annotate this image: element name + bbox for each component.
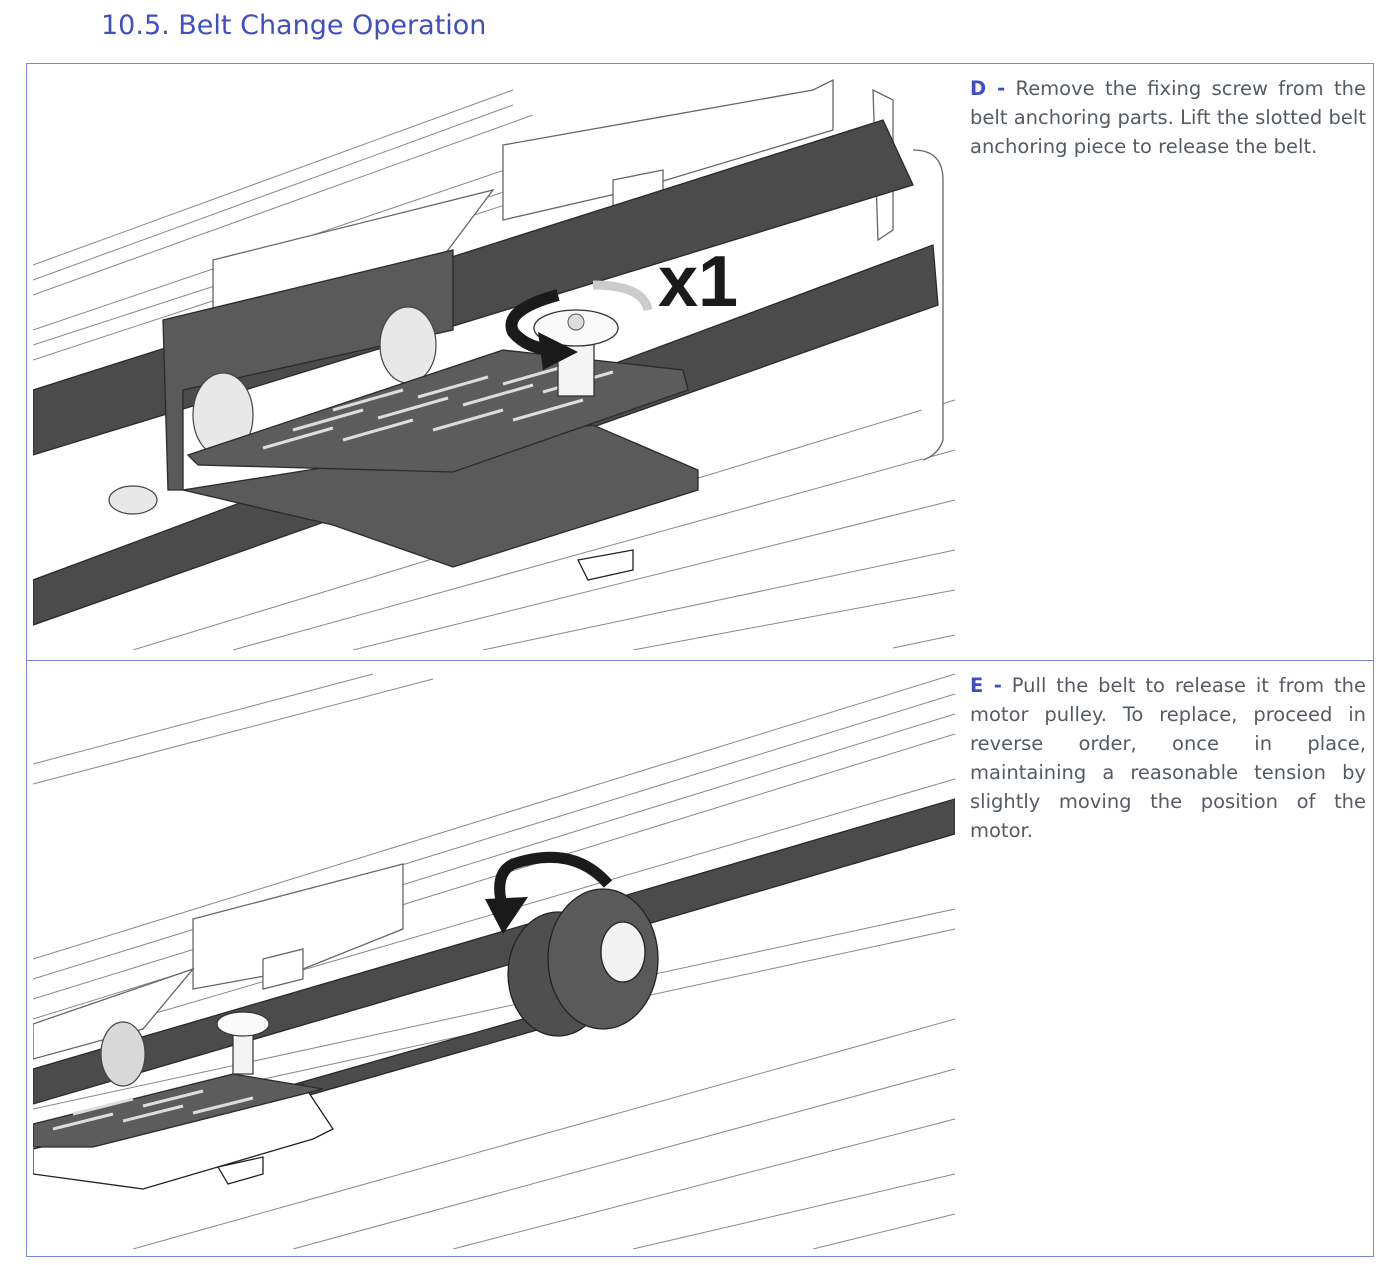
step-e-letter: E - [970, 674, 1002, 697]
fixing-screw [216, 1011, 270, 1075]
anchor-clip [216, 1156, 264, 1185]
step-e-description: E - Pull the belt to release it from the… [970, 671, 1366, 845]
step-d-illustration: x1 [33, 78, 955, 650]
idler-wheel [100, 1021, 146, 1087]
slotted-anchor-lower-plate [182, 424, 699, 568]
quantity-callout: x1 [658, 242, 738, 322]
rotate-arrow-icon [505, 280, 653, 370]
step-d-row: x1 D - Remove the fixing screw from the … [27, 64, 1373, 661]
section-title: 10.5. Belt Change Operation [101, 10, 487, 41]
step-d-text: Remove the fixing screw from the belt an… [970, 77, 1366, 158]
anchor-slots [262, 362, 614, 450]
steps-table: x1 D - Remove the fixing screw from the … [26, 63, 1374, 1257]
motor-pulley [507, 888, 659, 1037]
slotted-anchor-lower-plate [33, 1083, 334, 1190]
fixing-screw [533, 309, 619, 397]
pull-arrow-icon [485, 851, 613, 934]
step-e-text: Pull the belt to release it from the mot… [970, 674, 1366, 842]
step-d-description: D - Remove the fixing screw from the bel… [970, 74, 1366, 161]
motor-housing [33, 863, 404, 1060]
step-e-row: E - Pull the belt to release it from the… [27, 661, 1373, 1255]
belt-upper [33, 798, 955, 1105]
anchor-clip [577, 549, 634, 581]
step-d-letter: D - [970, 77, 1006, 100]
slotted-anchor-top-piece [33, 1073, 324, 1148]
mounting-bracket [162, 249, 454, 491]
step-e-illustration [33, 673, 955, 1249]
anchor-slots [52, 1089, 254, 1131]
bracket-holes [108, 306, 437, 515]
